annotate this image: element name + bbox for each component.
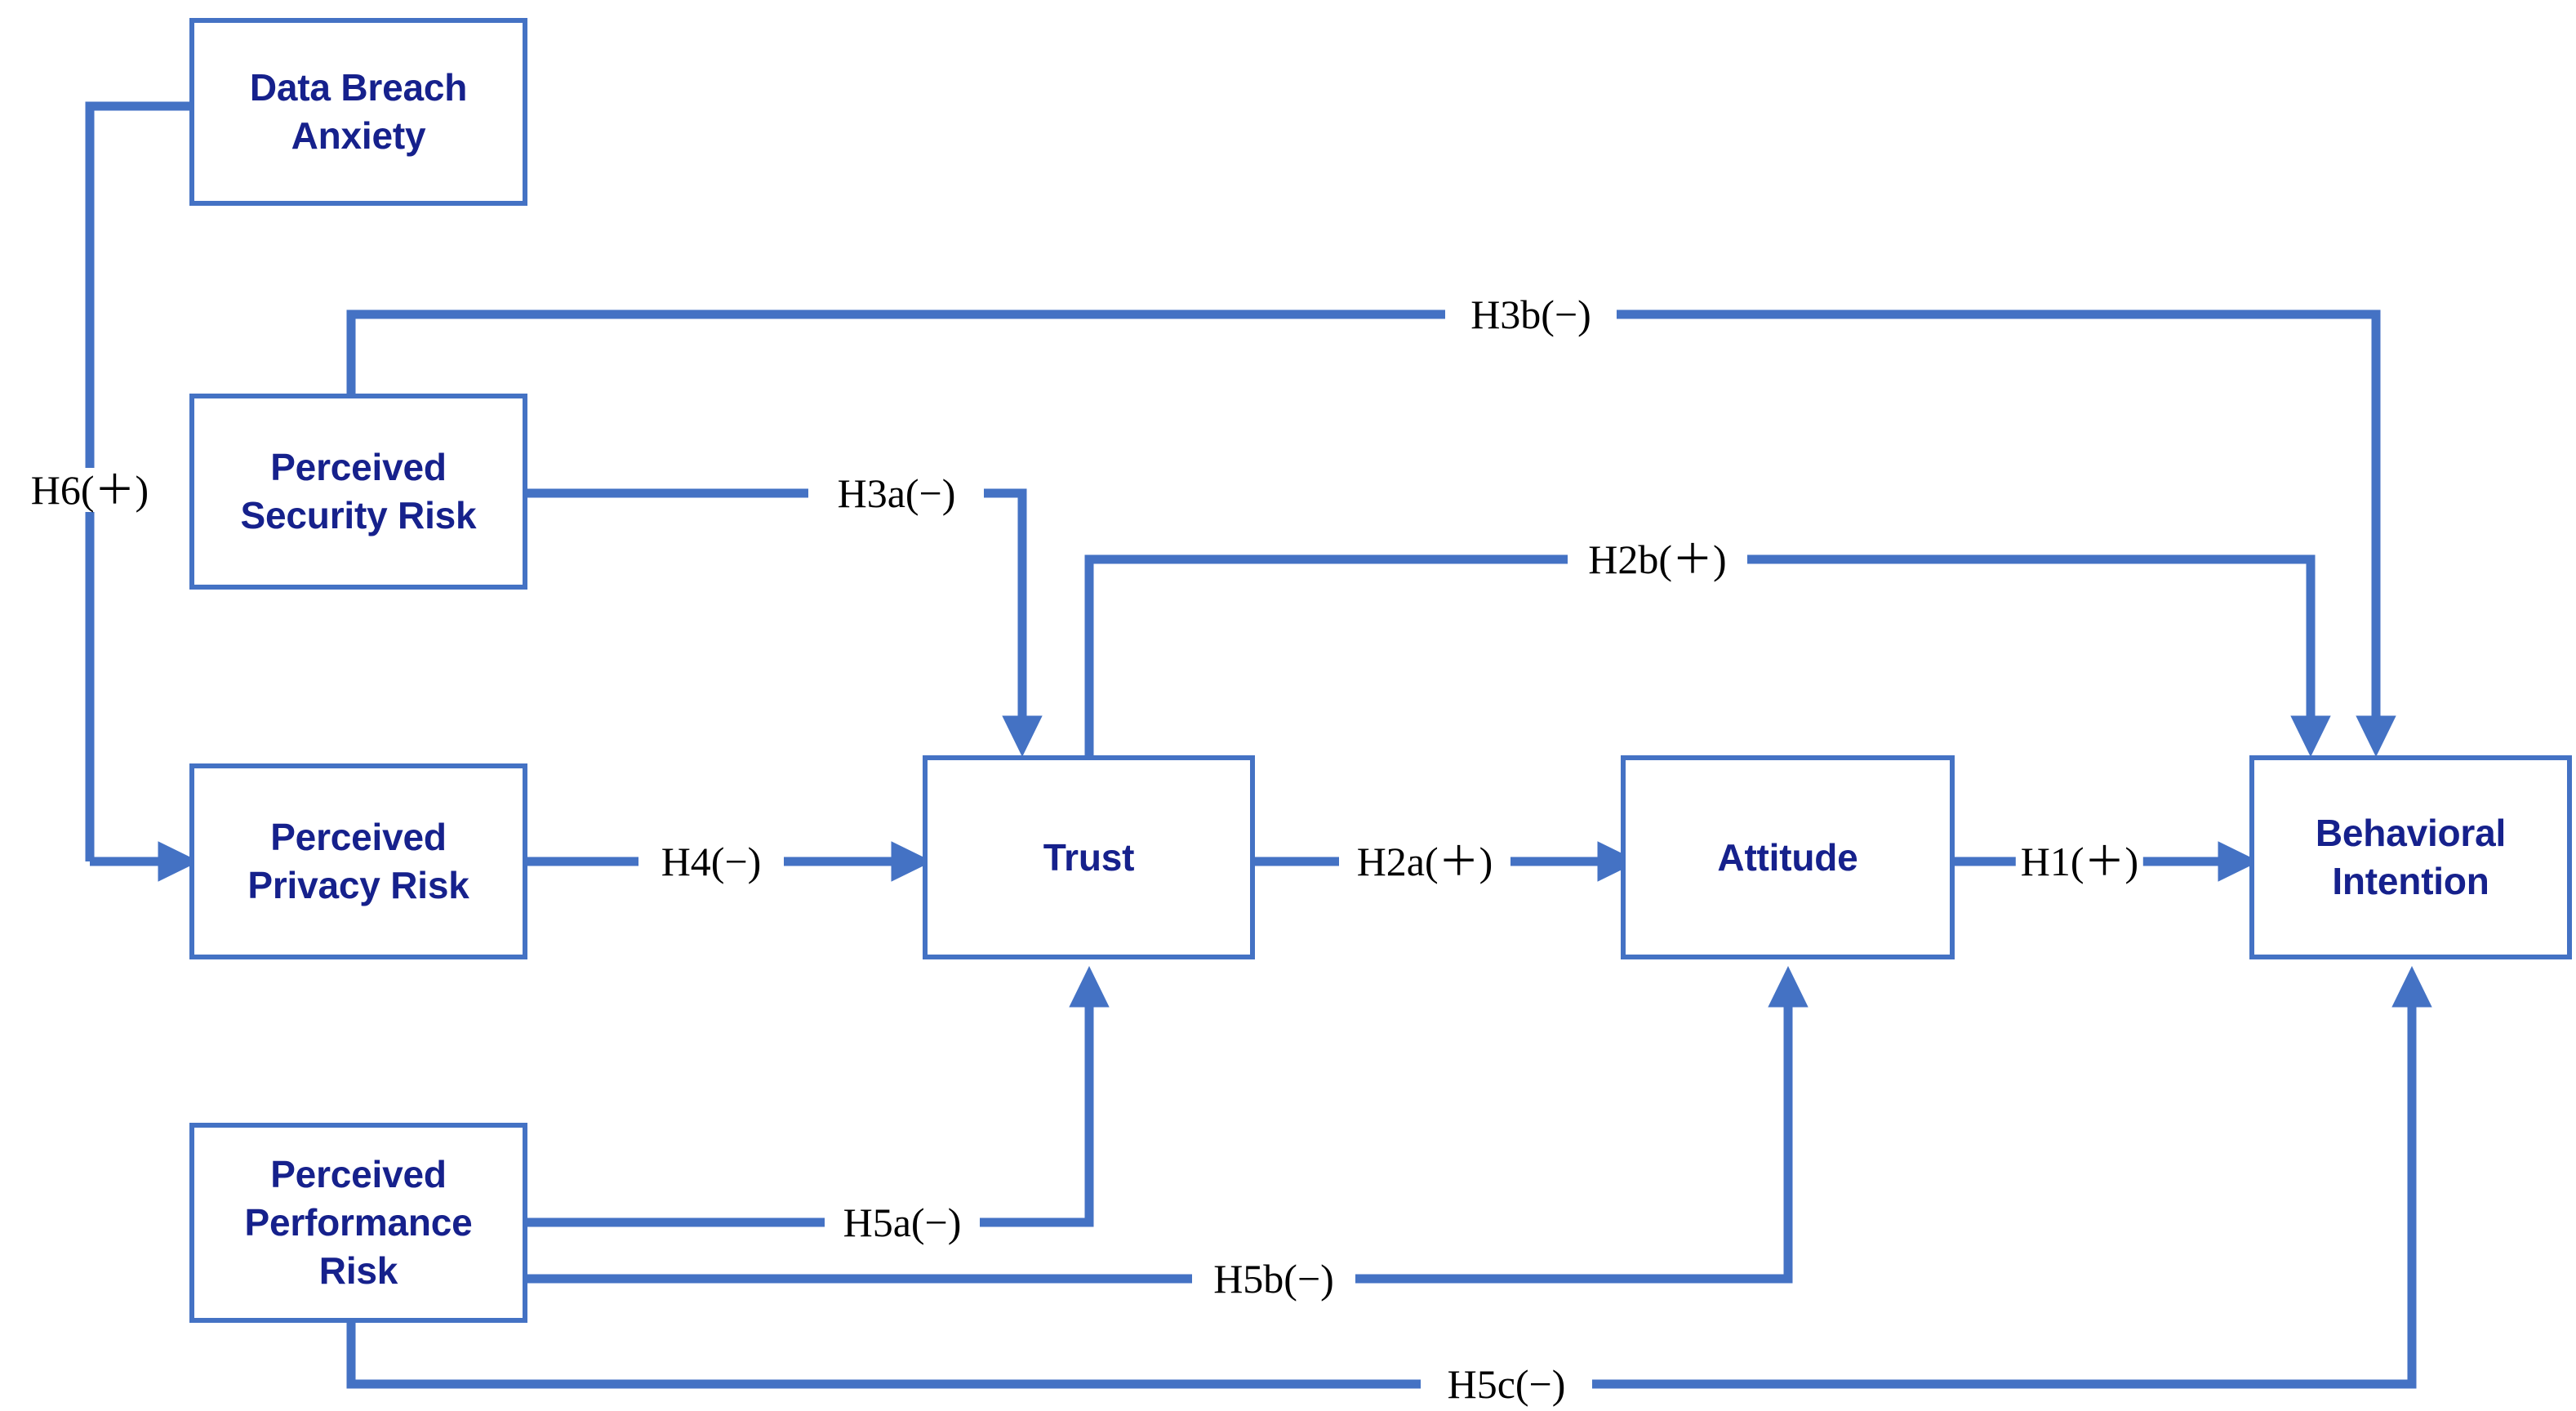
edge-h5b-path2 <box>1355 965 1809 1284</box>
edge-h6-path <box>85 101 189 861</box>
edge-label-h5c: H5c(−) <box>1442 1362 1571 1406</box>
node-behavioral-intention[interactable]: Behavioral Intention <box>2249 755 2572 959</box>
node-label-trust: Trust <box>1043 835 1135 879</box>
edge-label-h5a: H5a(−) <box>838 1200 967 1244</box>
edge-label-h5b: H5b(−) <box>1208 1257 1339 1301</box>
node-label-perceived-security-risk: Perceived Security Risk <box>240 446 477 536</box>
edge-label-h3b: H3b(−) <box>1466 292 1596 336</box>
edge-h5a-path2 <box>980 965 1110 1227</box>
node-label-perceived-privacy-risk: Perceived Privacy Risk <box>247 816 469 906</box>
edge-h2b-path2 <box>1747 554 2331 758</box>
edge-h5c-path2 <box>1592 965 2432 1389</box>
node-perceived-privacy-risk[interactable]: Perceived Privacy Risk <box>189 763 527 959</box>
node-label-attitude: Attitude <box>1717 835 1858 879</box>
edge-h3a-path2 <box>984 488 1043 758</box>
node-perceived-security-risk[interactable]: Perceived Security Risk <box>189 394 527 590</box>
edge-label-h6: H6(＋) <box>25 468 154 512</box>
node-label-data-breach-anxiety: Data Breach Anxiety <box>249 66 468 157</box>
node-label-behavioral-intention: Behavioral Intention <box>2315 812 2507 902</box>
edge-h3b-path2 <box>1617 309 2396 758</box>
edge-label-h2a: H2a(＋) <box>1351 839 1498 884</box>
node-attitude[interactable]: Attitude <box>1621 755 1955 959</box>
edge-label-h2b: H2b(＋) <box>1583 537 1732 581</box>
node-label-perceived-performance-risk: Perceived Performance Risk <box>244 1153 473 1292</box>
node-trust[interactable]: Trust <box>923 755 1255 959</box>
edge-h3b-path <box>346 309 1445 394</box>
node-data-breach-anxiety[interactable]: Data Breach Anxiety <box>189 18 527 206</box>
edge-h5c-path <box>346 1323 1421 1389</box>
edge-h2b-path <box>1084 554 1568 755</box>
node-perceived-performance-risk[interactable]: Perceived Performance Risk <box>189 1123 527 1323</box>
edge-label-h4: H4(−) <box>656 839 767 884</box>
edge-label-h1: H1(＋) <box>2015 839 2144 884</box>
edge-label-h3a: H3a(−) <box>832 471 961 515</box>
